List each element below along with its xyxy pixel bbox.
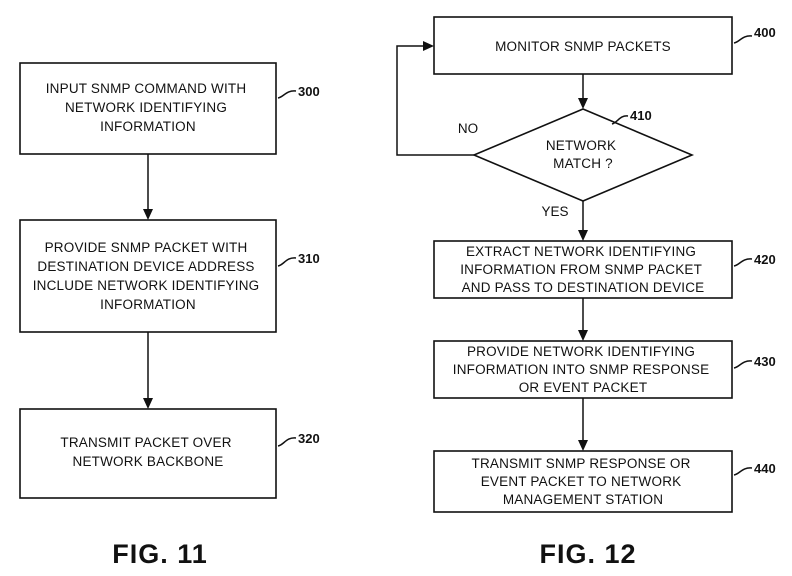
fig12-step-400-box xyxy=(433,16,733,75)
fig11-ref-320-leader xyxy=(277,437,297,447)
fig11-flowchart: INPUT SNMP COMMAND WITH NETWORK IDENTIFY… xyxy=(19,62,320,569)
fig12-ref-400-leader xyxy=(733,35,753,44)
fig11-ref-310: 310 xyxy=(298,251,320,266)
fig12-no-loop-connector xyxy=(396,45,474,156)
fig12-arrowhead-400-410 xyxy=(578,98,588,109)
fig12-ref-410-leader xyxy=(611,115,629,125)
fig12-arrowhead-no-loop xyxy=(423,41,434,51)
fig12-flowchart: MONITOR SNMP PACKETS 400 NETWORK MATCH ?… xyxy=(396,16,776,569)
fig12-step-430-text: PROVIDE NETWORK IDENTIFYING INFORMATION … xyxy=(453,344,713,395)
fig12-ref-440: 440 xyxy=(754,461,776,476)
fig12-step-440-box xyxy=(433,450,733,513)
fig12-step-420-text: EXTRACT NETWORK IDENTIFYING INFORMATION … xyxy=(460,244,706,295)
fig12-ref-400: 400 xyxy=(754,25,776,40)
fig11-ref-320: 320 xyxy=(298,431,320,446)
fig12-branch-no-label: NO xyxy=(458,121,478,136)
fig12-ref-440-leader xyxy=(733,467,753,476)
fig11-arrowhead-300-310 xyxy=(143,209,153,220)
fig12-arrowhead-430-440 xyxy=(578,440,588,451)
fig12-step-420-box xyxy=(433,240,733,299)
fig12-arrowhead-410-420 xyxy=(578,230,588,241)
fig12-ref-420: 420 xyxy=(754,252,776,267)
fig11-step-320-text: TRANSMIT PACKET OVER NETWORK BACKBONE xyxy=(60,435,235,469)
fig11-step-300-box xyxy=(19,62,277,155)
fig12-decision-410-diamond xyxy=(471,108,695,202)
fig11-step-300-text: INPUT SNMP COMMAND WITH NETWORK IDENTIFY… xyxy=(46,81,251,134)
fig12-ref-430-leader xyxy=(733,360,753,369)
fig12-step-440-text: TRANSMIT SNMP RESPONSE OR EVENT PACKET T… xyxy=(472,456,695,507)
fig11-step-310-box xyxy=(19,219,277,333)
fig12-decision-410-text: NETWORK MATCH ? xyxy=(546,138,620,171)
fig11-step-310-text: PROVIDE SNMP PACKET WITH DESTINATION DEV… xyxy=(33,240,264,312)
fig11-ref-310-leader xyxy=(277,257,297,267)
fig11-ref-300-leader xyxy=(277,90,297,99)
fig12-ref-430: 430 xyxy=(754,354,776,369)
fig11-step-320-box xyxy=(19,408,277,499)
fig12-ref-410: 410 xyxy=(630,108,652,123)
fig12-ref-420-leader xyxy=(733,258,753,267)
fig12-branch-yes-label: YES xyxy=(541,204,568,219)
fig11-ref-300: 300 xyxy=(298,84,320,99)
fig12-step-400-text: MONITOR SNMP PACKETS xyxy=(495,39,671,54)
fig12-arrowhead-420-430 xyxy=(578,330,588,341)
fig11-arrowhead-310-320 xyxy=(143,398,153,409)
fig11-label: FIG. 11 xyxy=(112,539,208,569)
fig12-label: FIG. 12 xyxy=(539,539,636,569)
